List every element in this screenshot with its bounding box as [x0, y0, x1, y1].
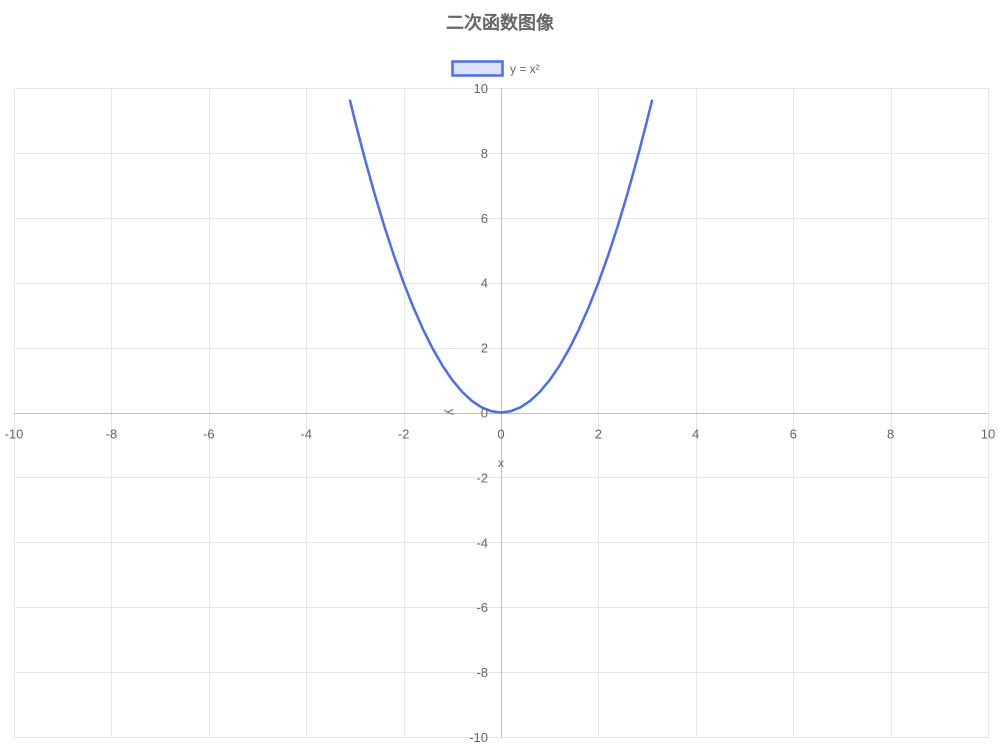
y-tick-label: 10 [474, 81, 488, 96]
x-tick-label: -2 [398, 427, 410, 442]
x-axis-title: x [498, 456, 504, 470]
legend-label[interactable]: y = x² [510, 62, 540, 76]
y-tick-label: 6 [481, 211, 488, 226]
x-tick-label: 10 [981, 427, 995, 442]
x-tick-label: -10 [5, 427, 24, 442]
y-tick-label: -8 [476, 665, 488, 680]
legend[interactable]: y = x² [451, 60, 540, 77]
series-line [348, 99, 654, 414]
chart-title: 二次函数图像 [446, 12, 555, 34]
x-tick-label: 8 [887, 427, 894, 442]
y-tick-label: -2 [476, 470, 488, 485]
x-tick-label: 0 [497, 427, 504, 442]
legend-swatch[interactable] [451, 60, 504, 77]
y-tick-label: 2 [481, 341, 488, 356]
y-axis-title: y [444, 409, 458, 415]
x-tick-label: 6 [790, 427, 797, 442]
series-layer [348, 99, 654, 414]
x-tick-label: -8 [106, 427, 118, 442]
x-tick-label: 2 [595, 427, 602, 442]
y-tick-label: 8 [481, 146, 488, 161]
x-tick-label: -6 [203, 427, 215, 442]
x-tick-label: 4 [692, 427, 699, 442]
y-tick-label: -6 [476, 600, 488, 615]
y-tick-label: 4 [481, 276, 488, 291]
y-tick-label: -10 [469, 730, 488, 745]
tick-labels: -10 -8 -6 -4 -2 0 2 4 6 8 10 -10 -8 -6 -4 -2 0 2 4 6 8 10 [5, 81, 996, 745]
y-tick-label: -4 [476, 535, 488, 550]
x-tick-label: -4 [300, 427, 312, 442]
y-tick-label: 0 [481, 406, 488, 421]
